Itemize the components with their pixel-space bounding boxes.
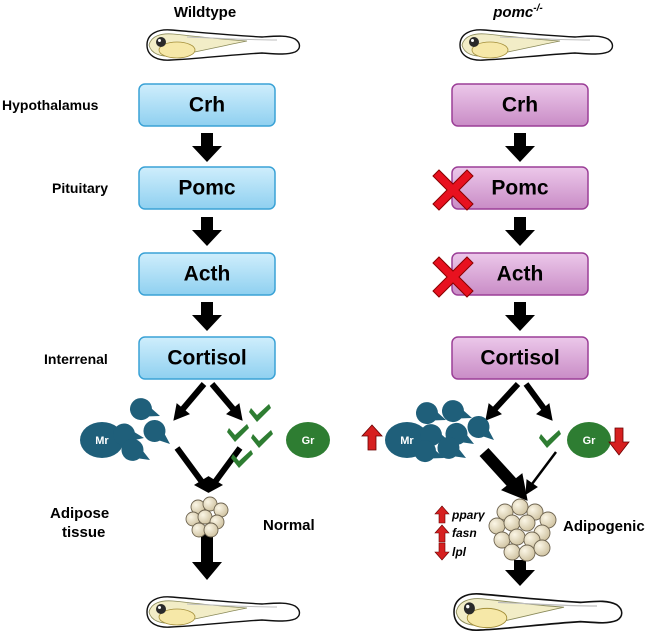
wt-arrow-crh-pomc — [192, 133, 222, 162]
mutant-outcome-adipogenic: Adipogenic — [563, 518, 645, 535]
wildtype-mr-ligands — [111, 394, 178, 470]
wildtype-title: Wildtype — [174, 4, 236, 21]
label-tissue: tissue — [62, 524, 105, 541]
gene-fasn-up-arrow-icon — [434, 524, 450, 543]
label-pituitary: Pituitary — [52, 180, 108, 196]
larva-mutant-bottom-icon — [453, 592, 623, 632]
mutant-crh-box: Crh — [451, 83, 589, 127]
mutant-cortisol-box: Cortisol — [451, 336, 589, 380]
mut-arrow-crh-pomc — [505, 133, 535, 162]
mutant-mr-up-arrow-icon — [361, 424, 383, 451]
wt-arrow-pomc-acth — [192, 217, 222, 246]
wt-arrow-acth-cortisol — [192, 302, 222, 331]
wildtype-mr-label: Mr — [95, 435, 109, 447]
larva-mutant-top-icon — [459, 29, 614, 61]
gene-pparg-label: pparγ — [451, 508, 486, 522]
pomc-knockout-cross-icon — [432, 169, 474, 211]
mutant-title-text: pomc — [492, 4, 534, 21]
mutant-mr-label: Mr — [400, 435, 414, 447]
gene-pparg-up-arrow-icon — [434, 505, 450, 524]
mut-arrow-adipose-larva — [505, 560, 535, 586]
wildtype-pomc-box: Pomc — [138, 166, 276, 210]
mutant-pomc-label: Pomc — [491, 177, 549, 200]
gene-pparg-row: pparγ — [434, 505, 486, 524]
mutant-receptor-arrows — [479, 381, 557, 501]
wildtype-crh-label: Crh — [189, 94, 225, 117]
mutant-adipocyte-cluster — [488, 498, 557, 562]
mut-arrow-acth-cortisol — [505, 302, 535, 331]
mut-arrow-pomc-acth — [505, 217, 535, 246]
wildtype-cortisol-box: Cortisol — [138, 336, 276, 380]
mutant-gr-label: Gr — [583, 435, 597, 447]
mutant-acth-label: Acth — [497, 263, 544, 286]
mutant-gr-ligand — [539, 430, 561, 448]
mutant-title-superscript: -/- — [533, 3, 543, 14]
acth-knockout-cross-icon — [432, 256, 474, 298]
mutant-pomc-box: Pomc — [451, 166, 589, 210]
larva-wildtype-top-icon — [146, 29, 301, 61]
wildtype-gr-receptor: Gr — [286, 422, 330, 458]
mutant-title: pomc-/- — [492, 3, 543, 21]
gene-fasn-label: fasn — [452, 526, 477, 540]
label-adipose: Adipose — [50, 505, 109, 522]
wildtype-pomc-label: Pomc — [178, 177, 236, 200]
wt-arrow-adipose-larva — [192, 532, 222, 580]
wildtype-gr-label: Gr — [302, 435, 316, 447]
mutant-crh-label: Crh — [502, 94, 538, 117]
gene-fasn-row: fasn — [434, 524, 477, 543]
label-interrenal: Interrenal — [44, 351, 108, 367]
wildtype-adipocyte-cluster — [185, 496, 229, 538]
mutant-acth-box: Acth — [451, 252, 589, 296]
vertical-arrows — [192, 133, 535, 586]
gene-lpl-down-arrow-icon — [434, 542, 450, 561]
larva-wildtype-bottom-icon — [146, 596, 301, 628]
gene-lpl-label: lpl — [452, 545, 467, 559]
gene-lpl-row: lpl — [434, 542, 467, 561]
mutant-gr-down-arrow-icon — [608, 427, 630, 456]
wildtype-outcome-normal: Normal — [263, 517, 315, 534]
wildtype-receptor-arrows — [173, 382, 243, 493]
wildtype-crh-box: Crh — [138, 83, 276, 127]
label-hypothalamus: Hypothalamus — [2, 97, 99, 113]
wildtype-acth-label: Acth — [184, 263, 231, 286]
mutant-gr-receptor: Gr — [567, 422, 611, 458]
wildtype-acth-box: Acth — [138, 252, 276, 296]
wildtype-mr-receptor: Mr — [80, 422, 124, 458]
wildtype-cortisol-label: Cortisol — [167, 347, 246, 370]
mutant-cortisol-label: Cortisol — [480, 347, 559, 370]
